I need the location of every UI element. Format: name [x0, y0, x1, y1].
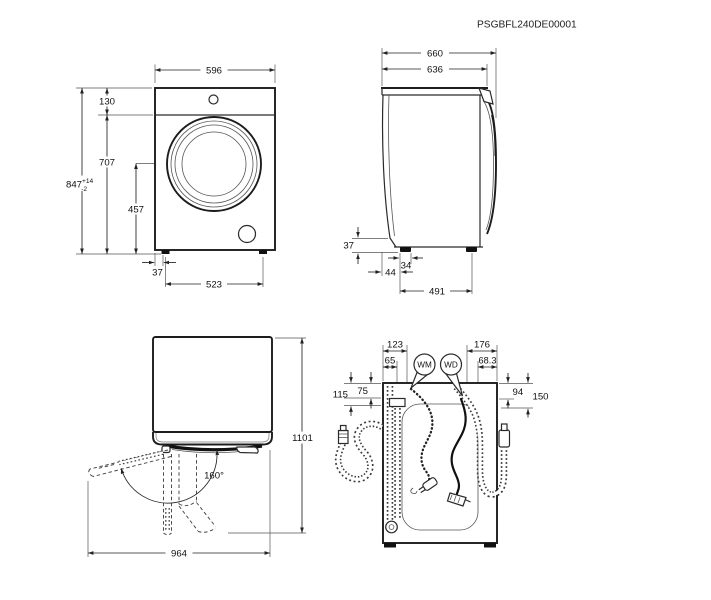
dim-label-opening-angle: 160° — [204, 471, 224, 482]
rear-recess-panel — [401, 403, 479, 531]
dim-label-side-foot-spacing: 491 — [429, 286, 445, 297]
dim-label-drain-drop-inner: 94 — [513, 387, 524, 398]
front-foot-left — [161, 250, 170, 254]
power-cord-wm — [409, 387, 438, 495]
dim-rear-inlet-inner: 65 — [383, 356, 397, 369]
dim-side-foot-length: 34 — [388, 256, 423, 272]
dim-label-drain-outer: 176 — [474, 340, 490, 351]
rear-foot-right — [484, 543, 496, 548]
front-foot-right — [259, 250, 267, 254]
balloon-wd-label: WD — [444, 361, 458, 370]
dim-front-foot-offset: 37 — [142, 260, 176, 279]
dim-front-foot-spacing: 523 — [165, 278, 263, 290]
dim-rear-inlet-outer: 123 — [383, 340, 407, 353]
hose-screw-fitting — [337, 429, 349, 445]
door-inner-ring — [174, 124, 254, 204]
drain-filter — [237, 224, 257, 244]
dim-rear-drain-inner: 68.3 — [478, 356, 497, 369]
dim-label-body-height: 707 — [99, 158, 115, 169]
side-view: 660 636 37 34 44 491 — [343, 47, 497, 297]
dim-label-width: 596 — [206, 65, 222, 76]
dim-label-base-height: 37 — [343, 241, 354, 252]
dim-side-foot-spacing: 491 — [400, 285, 472, 297]
wd-connector — [446, 492, 467, 507]
control-panel-edge — [478, 87, 494, 105]
door-swing-arc: 160° — [120, 449, 224, 504]
front-panel-band — [152, 432, 273, 446]
door-bulge — [485, 97, 497, 235]
dim-front-total-height: 847+14-2 — [63, 88, 100, 254]
door-outer-ring — [166, 116, 262, 212]
dim-label-open-width: 964 — [171, 548, 188, 559]
dim-side-body-depth: 636 — [382, 63, 487, 75]
dim-label-drain-drop-outer: 150 — [533, 392, 549, 403]
dim-label-total-depth: 660 — [427, 48, 443, 59]
dim-rear-inlet-drop-outer: 115 — [333, 372, 353, 416]
dim-label-inlet-drop-inner: 75 — [357, 386, 368, 397]
dim-label-door-height: 457 — [128, 205, 144, 216]
dim-side-total-depth: 660 — [382, 47, 496, 59]
dim-side-base-height: 37 — [343, 227, 360, 264]
balloon-wm: WM — [409, 353, 436, 390]
rear-foot-left — [384, 543, 396, 548]
dim-label-inlet-inner: 65 — [385, 356, 396, 367]
power-plug — [418, 477, 438, 494]
dim-label-foot-offset: 37 — [152, 268, 163, 279]
side-foot-rear — [400, 247, 411, 252]
dim-label-body-depth: 636 — [427, 64, 443, 75]
side-foot-front — [466, 247, 477, 252]
hose-clamp — [388, 397, 406, 408]
inlet-elbow-fitting — [385, 520, 398, 534]
dim-door-open-depth: 1101 — [287, 338, 318, 533]
door-open-160 — [88, 449, 172, 477]
dim-front-width: 596 — [155, 64, 275, 76]
door-open-90 — [163, 454, 216, 536]
dim-label-foot-spacing: 523 — [206, 279, 222, 290]
dim-label-open-depth: 1101 — [292, 433, 313, 444]
balloon-wd: WD — [439, 353, 464, 397]
drain-hose-end-fitting — [498, 429, 511, 448]
dim-label-inlet-drop-outer: 115 — [333, 390, 348, 401]
dim-rear-drain-drop-outer: 150 — [526, 373, 549, 418]
door-hinge — [161, 445, 171, 454]
dim-front-panel-height: 130 — [96, 88, 118, 115]
dim-label-foot-rear-offset: 44 — [385, 267, 396, 278]
dim-label-drain-inner: 68.3 — [479, 356, 497, 366]
top-machine-body — [152, 336, 273, 433]
inlet-hose — [385, 386, 406, 534]
dim-side-foot-rear-offset: 44 — [368, 266, 413, 278]
dim-rear-inlet-drop-inner: 75 — [357, 372, 373, 409]
drain-hose — [453, 384, 511, 498]
cord-wd — [446, 397, 471, 507]
dim-label-foot-length: 34 — [401, 261, 412, 272]
spare-hose-loop — [334, 420, 384, 483]
dim-label-inlet-outer: 123 — [387, 340, 403, 351]
front-view: 596 847+14-2 130 707 457 37 — [63, 64, 276, 290]
dim-label-total-height: 847+14-2 — [66, 178, 94, 193]
drawing-code-label: PSGBFL240DE00001 — [477, 20, 577, 31]
door-open-view: 160° 1101 964 — [87, 336, 318, 559]
dim-label-panel-height: 130 — [99, 96, 115, 107]
side-machine-body — [381, 87, 497, 252]
balloon-wm-label: WM — [417, 361, 432, 370]
dim-front-door-height: 457 — [125, 163, 147, 254]
dim-door-open-width: 964 — [88, 547, 270, 559]
dim-rear-drain-outer: 176 — [467, 340, 497, 353]
rear-view: WM WD 123 65 176 68.3 75 — [333, 340, 549, 548]
door-handle — [236, 446, 259, 454]
detergent-knob — [208, 94, 219, 105]
dim-rear-drain-drop-inner: 94 — [506, 373, 524, 409]
dim-front-body-height: 707 — [96, 115, 118, 254]
